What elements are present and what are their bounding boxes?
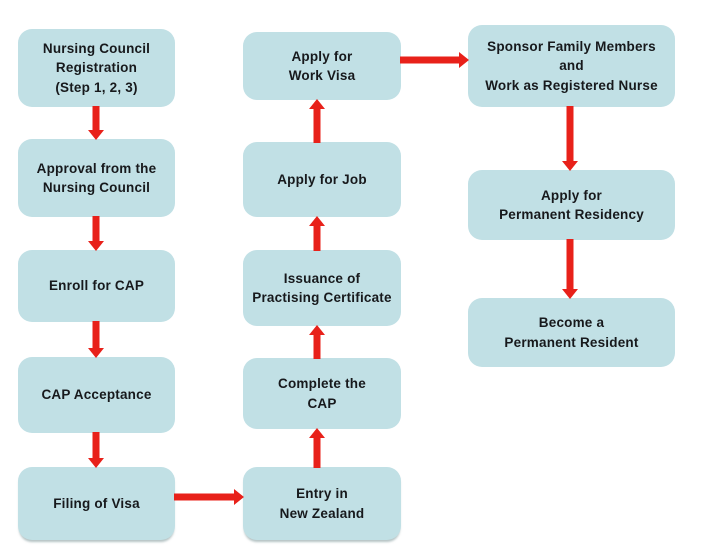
arrow-head (309, 216, 325, 226)
arrow-head (562, 289, 578, 299)
arrow-approval-to-enroll-icon (88, 216, 104, 251)
arrow-shaft (92, 216, 100, 242)
node-label: Entry in New Zealand (279, 486, 365, 521)
node-label: Complete the CAP (278, 376, 366, 411)
node-filing-of-visa: Filing of Visa (18, 467, 175, 540)
arrow-pr-application-to-pr-resident-icon (562, 239, 578, 299)
arrow-head (309, 99, 325, 109)
arrow-shaft (313, 225, 321, 251)
arrow-entry-to-complete-icon (309, 428, 325, 468)
node-label: Approval from the Nursing Council (36, 160, 157, 195)
arrow-shaft (566, 106, 574, 162)
arrow-issuance-to-applyjob-icon (309, 216, 325, 251)
arrow-shaft (313, 334, 321, 359)
arrow-head (88, 241, 104, 251)
arrow-acceptance-to-filing-icon (88, 432, 104, 468)
arrow-head (88, 458, 104, 468)
arrow-head (309, 325, 325, 335)
node-label: Become a Permanent Resident (504, 315, 639, 350)
arrow-shaft (92, 432, 100, 459)
node-approval-from-nursing-council: Approval from the Nursing Council (18, 139, 175, 217)
node-label: Filing of Visa (53, 495, 140, 511)
arrow-registration-to-approval-icon (88, 106, 104, 140)
arrow-head (88, 130, 104, 140)
arrow-shaft (92, 321, 100, 349)
arrow-shaft (566, 239, 574, 290)
node-enroll-for-cap: Enroll for CAP (18, 250, 175, 322)
arrow-shaft (92, 106, 100, 131)
arrow-shaft (400, 56, 460, 64)
node-apply-for-job: Apply for Job (243, 142, 401, 217)
node-apply-for-work-visa: Apply for Work Visa (243, 32, 401, 100)
node-label: CAP Acceptance (41, 387, 152, 403)
node-label: Sponsor Family Members and Work as Regis… (485, 39, 658, 93)
arrow-head (88, 348, 104, 358)
node-nursing-council-registration: Nursing Council Registration (Step 1, 2,… (18, 29, 175, 107)
node-entry-in-new-zealand: Entry in New Zealand (243, 467, 401, 540)
arrow-head (309, 428, 325, 438)
node-apply-for-permanent-residency: Apply for Permanent Residency (468, 170, 675, 240)
node-label: Apply for Job (277, 171, 367, 187)
node-label: Apply for Work Visa (288, 48, 356, 83)
arrow-head (234, 489, 244, 505)
arrow-shaft (174, 493, 235, 501)
arrow-applyjob-to-workvisa-icon (309, 99, 325, 143)
node-sponsor-family-members: Sponsor Family Members and Work as Regis… (468, 25, 675, 107)
node-label: Enroll for CAP (48, 278, 145, 294)
arrow-head (562, 161, 578, 171)
node-cap-acceptance: CAP Acceptance (18, 357, 175, 433)
arrow-enroll-to-acceptance-icon (88, 321, 104, 358)
arrow-sponsor-to-pr-application-icon (562, 106, 578, 171)
node-issuance-of-practising-certificate: Issuance of Practising Certificate (243, 250, 401, 326)
node-become-permanent-resident: Become a Permanent Resident (468, 298, 675, 367)
arrow-shaft (313, 437, 321, 468)
node-label: Issuance of Practising Certificate (252, 270, 392, 305)
arrow-workvisa-to-sponsor-icon (400, 52, 469, 68)
arrow-shaft (313, 108, 321, 143)
arrow-filing-to-entry-icon (174, 489, 244, 505)
node-label: Apply for Permanent Residency (499, 187, 644, 222)
arrow-complete-to-issuance-icon (309, 325, 325, 359)
arrow-head (459, 52, 469, 68)
node-complete-the-cap: Complete the CAP (243, 358, 401, 429)
node-label: Nursing Council Registration (Step 1, 2,… (42, 41, 151, 95)
